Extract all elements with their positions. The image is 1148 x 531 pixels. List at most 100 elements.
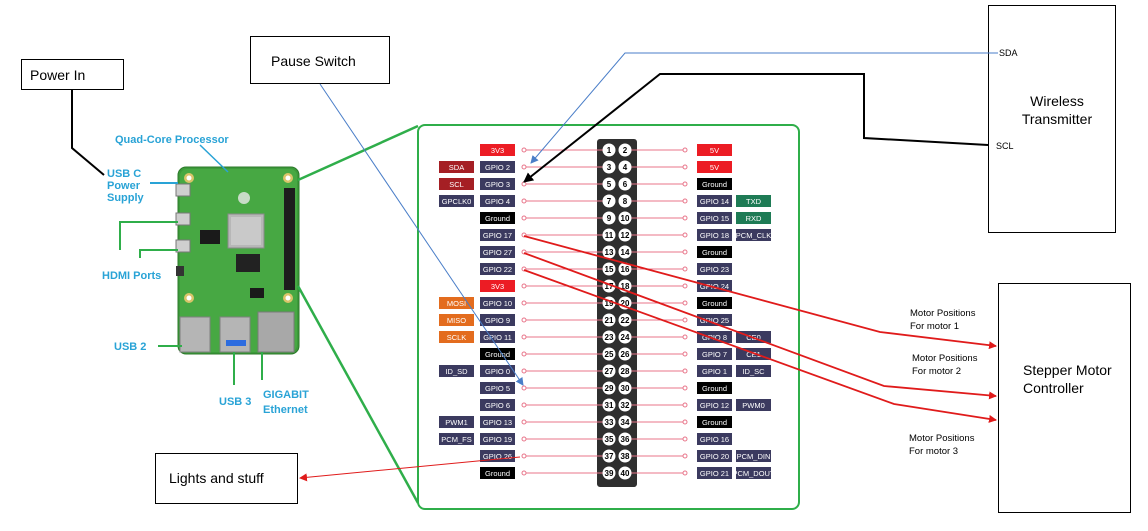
pin-label-33: GPIO 13 bbox=[480, 416, 515, 428]
pin-label-32-text: GPIO 12 bbox=[700, 401, 729, 410]
pin-dot-2 bbox=[682, 147, 688, 153]
motor-note-2-line1: Motor Positions bbox=[912, 353, 978, 364]
pin-dot-23 bbox=[521, 334, 527, 340]
pin-number-23-text: 23 bbox=[605, 333, 614, 342]
power-in-label: Power In bbox=[30, 67, 86, 83]
pin-number-7: 7 bbox=[602, 194, 616, 208]
pin-number-25-text: 25 bbox=[605, 350, 614, 359]
pin-label-17-text: 3V3 bbox=[491, 282, 504, 291]
pin-dot-5 bbox=[521, 181, 527, 187]
pin-alt-label-35: PCM_FS bbox=[439, 433, 474, 445]
pin-number-12: 12 bbox=[618, 228, 632, 242]
lights-label: Lights and stuff bbox=[169, 470, 264, 486]
pin-number-36: 36 bbox=[618, 432, 632, 446]
pin-label-35: GPIO 19 bbox=[480, 433, 515, 445]
pin-label-21-text: GPIO 9 bbox=[485, 316, 510, 325]
gpio-header-block bbox=[597, 139, 637, 487]
pin-dot-16 bbox=[682, 266, 688, 272]
pin-label-1: 3V3 bbox=[480, 144, 515, 156]
pin-alt-label-33-text: PWM1 bbox=[445, 418, 468, 427]
pin-label-14-text: Ground bbox=[702, 248, 727, 257]
pin-number-1: 1 bbox=[602, 143, 616, 157]
pin-number-21: 21 bbox=[602, 313, 616, 327]
usb2-label: USB 2 bbox=[114, 341, 147, 353]
pin-number-37-text: 37 bbox=[605, 452, 614, 461]
lights-wire bbox=[299, 456, 521, 482]
pin-number-37: 37 bbox=[602, 449, 616, 463]
pin-number-10: 10 bbox=[618, 211, 632, 225]
pin-label-25-text: Ground bbox=[485, 350, 510, 359]
pin-dot-27 bbox=[521, 368, 527, 374]
pin-label-13: GPIO 27 bbox=[480, 246, 515, 258]
pin-label-12: GPIO 18 bbox=[697, 229, 732, 241]
pin-label-19: GPIO 10 bbox=[480, 297, 515, 309]
pin-number-16-text: 16 bbox=[621, 265, 630, 274]
pin-label-20-text: Ground bbox=[702, 299, 727, 308]
pin-dot-17 bbox=[521, 283, 527, 289]
pin-number-8-text: 8 bbox=[623, 197, 628, 206]
pin-dot-36 bbox=[682, 436, 688, 442]
pin-label-14: Ground bbox=[697, 246, 732, 258]
pin-dot-9 bbox=[521, 215, 527, 221]
pin-label-8-text: GPIO 14 bbox=[700, 197, 729, 206]
pin-label-32: GPIO 12 bbox=[697, 399, 732, 411]
pin-number-9: 9 bbox=[602, 211, 616, 225]
pin-number-26: 26 bbox=[618, 347, 632, 361]
pin-label-38-text: GPIO 20 bbox=[700, 452, 729, 461]
pin-alt-label-7: GPCLK0 bbox=[439, 195, 474, 207]
sda-wire bbox=[530, 52, 998, 164]
pin-label-20: Ground bbox=[697, 297, 732, 309]
pin-alt-label-32: PWM0 bbox=[736, 399, 771, 411]
pin-number-13: 13 bbox=[602, 245, 616, 259]
pin-label-22: GPIO 25 bbox=[697, 314, 732, 326]
pin-alt-label-10-text: RXD bbox=[746, 214, 762, 223]
pin-label-11-text: GPIO 17 bbox=[483, 231, 512, 240]
pin-number-21-text: 21 bbox=[605, 316, 614, 325]
pin-number-9-text: 9 bbox=[607, 214, 612, 223]
pin-dot-29 bbox=[521, 385, 527, 391]
pin-alt-label-28-text: ID_SC bbox=[742, 367, 765, 376]
pin-label-40-text: GPIO 21 bbox=[700, 469, 729, 478]
pin-number-29-text: 29 bbox=[605, 384, 614, 393]
pin-number-30: 30 bbox=[618, 381, 632, 395]
motor-note-1-line1: Motor Positions bbox=[910, 308, 976, 319]
pin-alt-label-33: PWM1 bbox=[439, 416, 474, 428]
pin-number-6-text: 6 bbox=[623, 180, 628, 189]
scl-wire bbox=[523, 73, 989, 183]
usb3-label: USB 3 bbox=[219, 396, 252, 408]
pin-alt-label-5-text: SCL bbox=[449, 180, 464, 189]
pin-number-22-text: 22 bbox=[621, 316, 630, 325]
pin-label-5: GPIO 3 bbox=[480, 178, 515, 190]
pin-dot-40 bbox=[682, 470, 688, 476]
pin-number-5-text: 5 bbox=[607, 180, 612, 189]
pin-label-40: GPIO 21 bbox=[697, 467, 732, 479]
pin-number-40: 40 bbox=[618, 466, 632, 480]
pin-alt-label-19-text: MOSI bbox=[447, 299, 466, 308]
pin-label-7-text: GPIO 4 bbox=[485, 197, 510, 206]
pin-number-11-text: 11 bbox=[605, 231, 614, 240]
pin-number-2: 2 bbox=[618, 143, 632, 157]
pin-label-21: GPIO 9 bbox=[480, 314, 515, 326]
raspberry-pi-board bbox=[175, 166, 300, 355]
motor-note-1: Motor Positions For motor 1 bbox=[910, 307, 975, 333]
pin-dot-38 bbox=[682, 453, 688, 459]
pin-number-13-text: 13 bbox=[605, 248, 614, 257]
lights-box: Lights and stuff bbox=[155, 453, 298, 504]
board-callouts bbox=[71, 90, 263, 385]
pin-number-6: 6 bbox=[618, 177, 632, 191]
pin-number-31: 31 bbox=[602, 398, 616, 412]
pin-number-3: 3 bbox=[602, 160, 616, 174]
pin-label-7: GPIO 4 bbox=[480, 195, 515, 207]
pin-number-34: 34 bbox=[618, 415, 632, 429]
hdmi-label: HDMI Ports bbox=[102, 270, 162, 282]
motor-note-2-line2: For motor 2 bbox=[912, 366, 962, 377]
pin-number-25: 25 bbox=[602, 347, 616, 361]
pin-dot-10 bbox=[682, 215, 688, 221]
pin-number-38: 38 bbox=[618, 449, 632, 463]
motor-note-1-line2: For motor 1 bbox=[910, 321, 960, 332]
pin-dot-21 bbox=[521, 317, 527, 323]
pin-label-19-text: GPIO 10 bbox=[483, 299, 512, 308]
pin-number-34-text: 34 bbox=[621, 418, 630, 427]
pin-number-38-text: 38 bbox=[621, 452, 630, 461]
